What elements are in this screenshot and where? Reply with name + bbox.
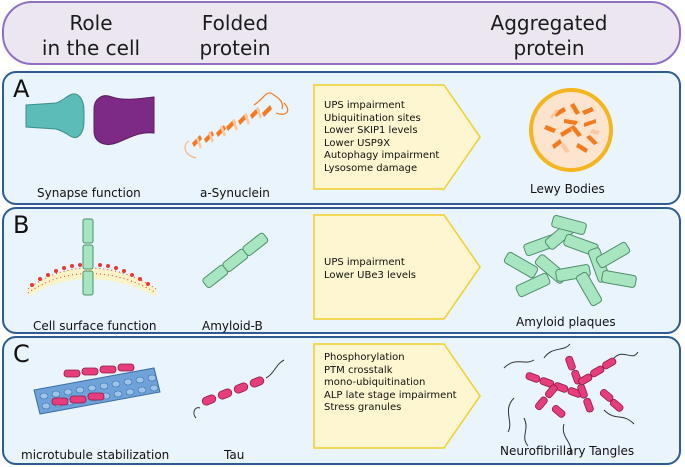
factor-item: Ubiquitination sites [324,112,421,124]
panel-a-role-caption: Synapse function [37,186,141,200]
panel-b-aggregate-caption: Amyloid plaques [516,315,616,329]
arrow-b-icon [313,214,481,320]
header-role-line2: in the cell [41,36,141,60]
factor-item: Stress granules [324,402,402,414]
postsynaptic-terminal-icon [93,95,155,145]
panel-c-role-caption: microtubule stabilization [21,448,170,462]
arrow-a-icon [313,84,481,190]
panel-b-factor-list: UPS impairment Lower UBe3 levels [324,257,416,282]
panel-a-factor-list: UPS impairment Ubiquitination sites Lowe… [324,100,439,176]
panel-b-art [27,214,637,320]
presynaptic-terminal-icon [25,93,85,138]
panel-a: A [2,71,681,205]
header-role-line1: Role [69,11,113,35]
factor-item: Lower SKIP1 levels [324,125,418,137]
neurofibrillary-tangle-icon [503,343,639,455]
amyloid-precursor-icon [82,218,94,296]
header-aggregated-line1: Aggregated [490,11,608,35]
panel-c: C [2,336,681,465]
factor-item: UPS impairment [324,257,405,268]
factor-item: Lower USP9X [324,137,391,149]
panel-a-art [25,84,613,190]
synuclein-protein-icon [184,92,289,159]
amyloid-beta-protein-icon [202,232,269,289]
header-folded-line2: protein [199,36,271,60]
header-role: Role in the cell [36,11,146,61]
header-banner: Role in the cell Folded protein Aggregat… [2,1,681,65]
factor-item: UPS impairment [324,100,405,111]
panel-c-protein-caption: Tau [224,448,245,462]
factor-item: Lower UBe3 levels [324,269,416,281]
microtubule-icon [33,363,161,415]
header-aggregated: Aggregated protein [484,11,614,61]
arrow-c-icon [313,343,481,449]
panel-b: B [2,207,681,334]
panel-b-letter: B [13,211,30,239]
panel-c-factor-list: Phosphorylation PTM crosstalk mono-ubiqu… [324,352,457,415]
tau-protein-icon [193,359,285,419]
amyloid-plaque-icon [503,214,637,307]
panel-a-aggregate-caption: Lewy Bodies [530,182,605,196]
panel-a-letter: A [13,75,30,103]
panel-c-letter: C [13,340,30,368]
factor-item: Phosphorylation [324,352,405,363]
cell-membrane-icon [27,263,157,297]
factor-item: ALP late stage impairment [324,389,457,401]
header-folded: Folded protein [180,11,290,61]
header-folded-line1: Folded [201,11,269,35]
factor-item: PTM crosstalk [324,364,393,376]
factor-item: mono-ubiquitination [324,377,426,389]
lewy-body-icon [529,88,613,172]
panel-b-role-caption: Cell surface function [33,319,157,333]
panel-c-art [33,343,639,455]
panel-b-protein-caption: Amyloid-B [202,319,263,333]
panel-a-protein-caption: a-Synuclein [200,186,270,200]
panel-c-aggregate-caption: Neurofibrillary Tangles [500,444,635,458]
header-aggregated-line2: protein [513,36,585,60]
factor-item: Lysosome damage [324,162,418,174]
factor-item: Autophagy impairment [324,150,440,162]
